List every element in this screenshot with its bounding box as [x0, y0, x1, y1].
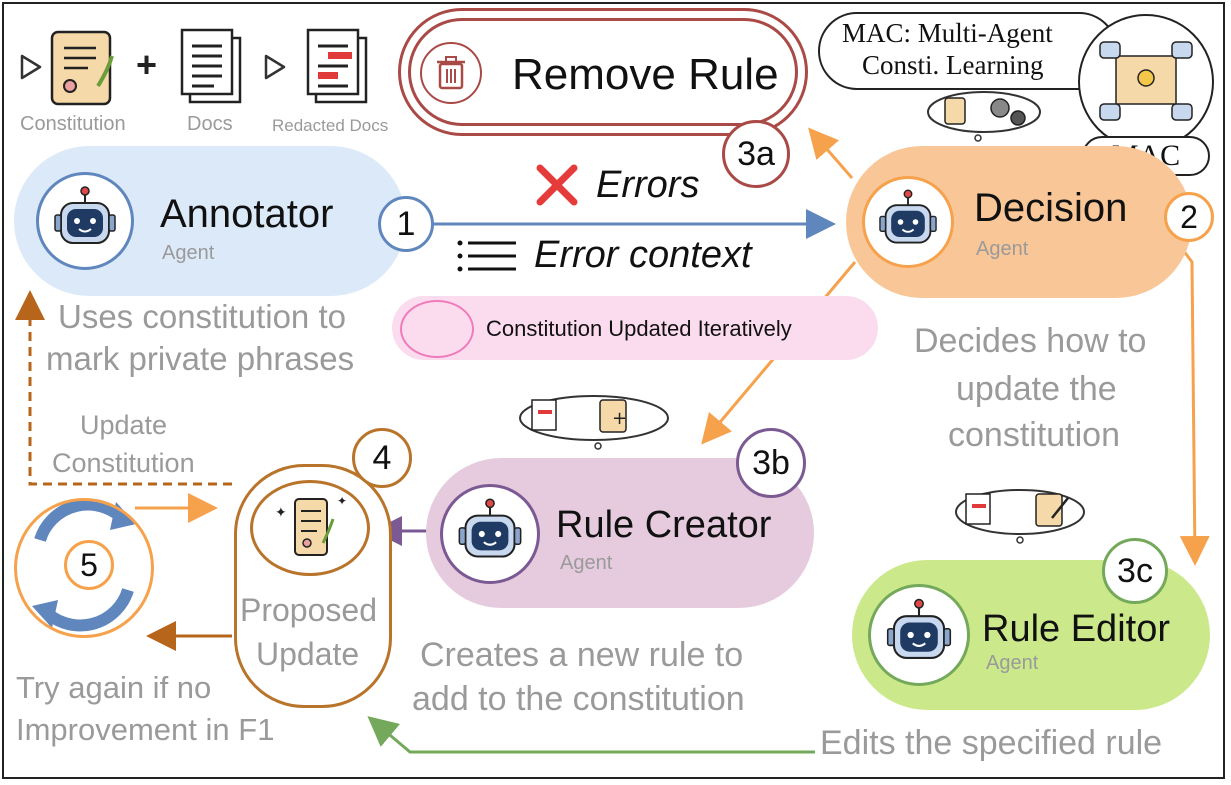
decision-to-remove-arrow [808, 127, 854, 179]
trash-icon [420, 42, 482, 104]
decision-sub: Agent [976, 238, 1029, 260]
mac-title-box [818, 12, 1118, 90]
rule-editor-sub: Agent [986, 652, 1039, 674]
thought-bubble-tools-icon [927, 91, 1041, 142]
play-icon-2 [264, 54, 286, 80]
rule-editor-name: Rule Editor [982, 608, 1170, 650]
annotator-desc-line2: mark private phrases [46, 340, 355, 377]
retry-line1: Try again if no [16, 670, 212, 705]
svg-text:✦: ✦ [337, 494, 347, 508]
decision-desc-line1: Decides how to [914, 322, 1147, 360]
retry-ring [14, 498, 154, 638]
remove-rule-label: Remove Rule [512, 50, 779, 99]
decision-to-editor-arrow [1178, 245, 1210, 566]
annotator-robot-icon [36, 172, 134, 270]
proposed-line1: Proposed [240, 592, 377, 628]
step-2-badge: 2 [1164, 192, 1214, 242]
list-lines-icon [457, 240, 516, 272]
decision-robot-icon [862, 176, 954, 268]
thought-bubble-editor-icon [955, 489, 1085, 544]
step-4-badge: 4 [352, 428, 412, 488]
rule-creator-desc-line1: Creates a new rule to [420, 636, 744, 674]
refresh-icon-ring [400, 300, 474, 358]
rule-creator-robot-icon [440, 484, 540, 584]
decision-name: Decision [974, 186, 1128, 230]
legend-plus-sign: + [136, 44, 158, 85]
proposed-line2: Update [256, 636, 360, 672]
decision-desc-line3: constitution [948, 416, 1120, 454]
thought-bubble-creator-icon: + [519, 395, 669, 450]
docs-icon [180, 28, 242, 104]
rule-creator-name: Rule Creator [556, 504, 772, 546]
legend-constitution-label: Constitution [20, 113, 126, 135]
step-3c-badge: 3c [1102, 538, 1168, 604]
update-constitution-dashed-arrow [14, 290, 232, 486]
proposed-scroll-icon: ✦✦ [250, 480, 370, 576]
mac-logo [1078, 14, 1214, 150]
mac-title-line1: MAC: Multi-Agent [842, 18, 1053, 48]
update-constitution-line2: Constitution [52, 448, 195, 478]
error-context-label: Error context [534, 234, 752, 276]
constitution-scroll-icon [50, 30, 114, 106]
decision-desc-line2: update the [956, 370, 1117, 408]
rule-creator-sub: Agent [560, 552, 613, 574]
remove-rule-inner [408, 18, 798, 126]
play-icon [20, 54, 42, 80]
redacted-docs-icon [306, 28, 368, 104]
rule-editor-robot-icon [868, 584, 970, 686]
legend-docs-label: Docs [187, 113, 233, 135]
editor-to-proposed-arrow [367, 716, 815, 754]
annotator-sub: Agent [162, 242, 215, 264]
retry-line2: Improvement in F1 [16, 712, 275, 747]
mac-title-line2: Consti. Learning [862, 50, 1044, 80]
step-3a-badge: 3a [722, 120, 790, 188]
step-1-badge: 1 [378, 196, 434, 252]
annotator-name: Annotator [160, 192, 334, 236]
update-constitution-line1: Update [80, 410, 168, 440]
rule-creator-desc-line2: add to the constitution [412, 680, 745, 718]
rule-editor-desc: Edits the specified rule [820, 724, 1163, 762]
errors-label: Errors [596, 164, 700, 206]
constitution-updated-label: Constitution Updated Iteratively [486, 316, 792, 341]
error-x-icon [536, 164, 578, 206]
step-5-badge: 5 [64, 540, 114, 590]
annotator-desc-line1: Uses constitution to [58, 298, 346, 335]
step-3b-badge: 3b [736, 428, 806, 498]
legend-redacted-docs-label: Redacted Docs [272, 116, 389, 135]
svg-text:+: + [612, 408, 627, 429]
svg-text:✦: ✦ [275, 505, 287, 521]
